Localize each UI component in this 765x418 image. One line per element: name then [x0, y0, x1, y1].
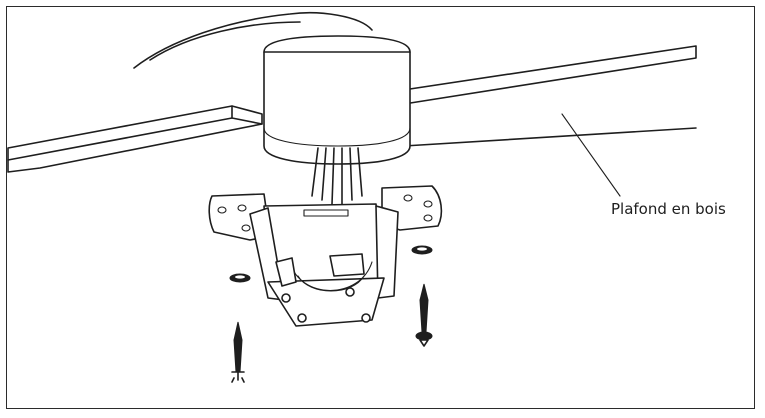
callout-leader-line — [561, 113, 621, 197]
wire-bundle — [311, 147, 363, 205]
wood-screw-left — [231, 321, 245, 383]
wood-joist-right — [385, 45, 697, 147]
wood-screw-right — [415, 283, 433, 347]
washer-right — [411, 245, 433, 255]
mounting-bracket — [208, 185, 443, 327]
wood-joist-left — [7, 105, 263, 173]
washer-left — [229, 273, 251, 283]
junction-box — [263, 35, 411, 165]
supply-cable — [133, 11, 373, 69]
ceiling-label: Plafond en bois — [611, 200, 726, 218]
